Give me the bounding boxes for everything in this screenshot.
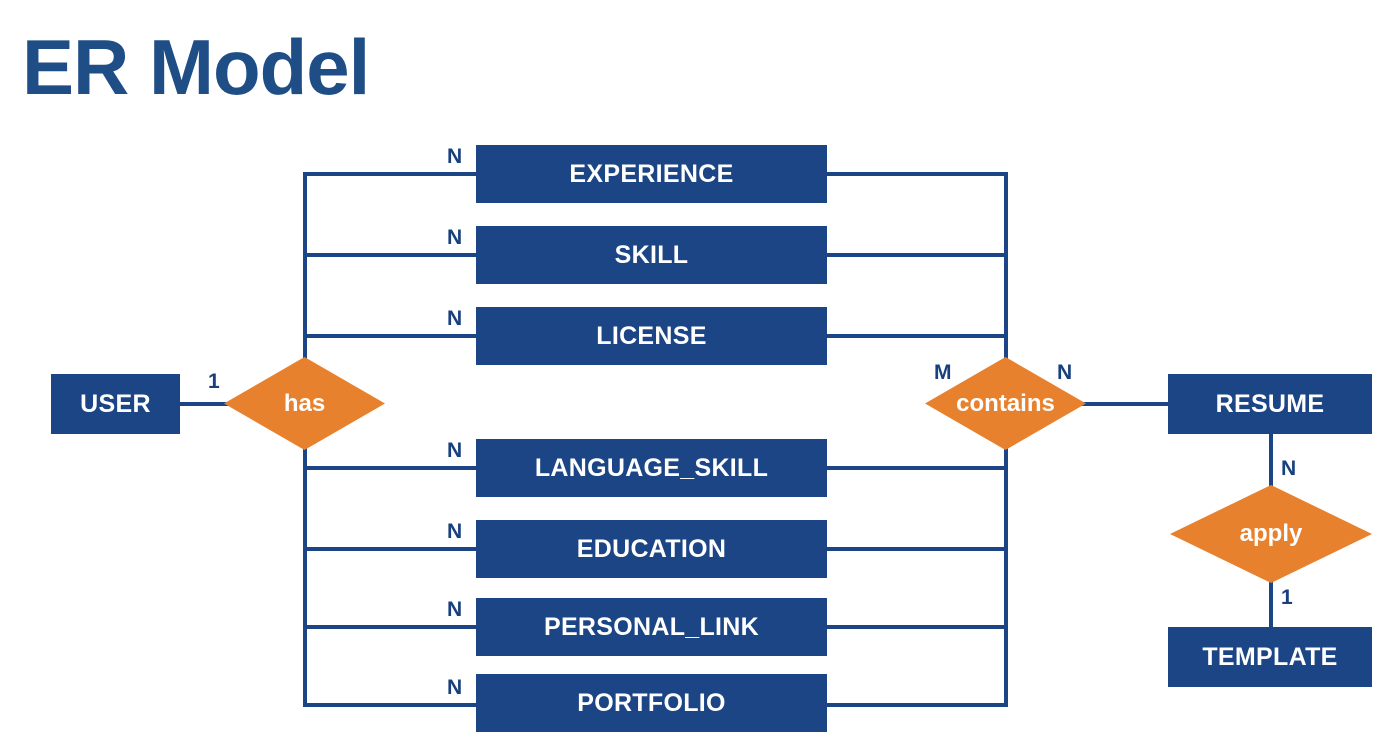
branch-contains-license [827,334,1008,338]
relationship-has[interactable]: has [224,357,385,450]
right-bus-upper [1004,172,1008,360]
entity-language-skill[interactable]: LANGUAGE_SKILL [476,439,827,497]
branch-has-experience [303,172,478,176]
branch-has-portfolio [303,703,478,707]
cardinality-resume-apply: N [1281,457,1297,480]
entity-education-label: EDUCATION [576,534,727,563]
cardinality-contains-right: N [1057,361,1073,384]
branch-contains-portfolio [827,703,1008,707]
cardinality-has-license: N [447,307,463,330]
entity-skill-label: SKILL [614,240,689,269]
relationship-apply-label: apply [1239,520,1303,547]
entity-license[interactable]: LICENSE [476,307,827,365]
branch-has-personal-link [303,625,478,629]
relationship-contains-label: contains [956,389,1055,417]
cardinality-has-experience: N [447,145,463,168]
entity-skill[interactable]: SKILL [476,226,827,284]
entity-personal-link[interactable]: PERSONAL_LINK [476,598,827,656]
right-bus-lower [1004,447,1008,706]
left-bus-lower [303,447,307,706]
entity-user-label: USER [80,389,151,418]
cardinality-user-has: 1 [208,370,220,393]
cardinality-has-education: N [447,520,463,543]
entity-resume[interactable]: RESUME [1168,374,1372,434]
entity-education[interactable]: EDUCATION [476,520,827,578]
relationship-contains[interactable]: contains [925,357,1086,450]
entity-experience-label: EXPERIENCE [569,159,734,188]
connector-contains-resume [1070,402,1170,406]
entity-template[interactable]: TEMPLATE [1168,627,1372,687]
branch-contains-personal-link [827,625,1008,629]
entity-language-skill-label: LANGUAGE_SKILL [534,453,769,482]
cardinality-contains-left: M [934,361,952,384]
branch-contains-skill [827,253,1008,257]
cardinality-has-skill: N [447,226,463,249]
branch-contains-education [827,547,1008,551]
entity-portfolio-label: PORTFOLIO [577,688,726,717]
branch-contains-language-skill [827,466,1008,470]
entity-portfolio[interactable]: PORTFOLIO [476,674,827,732]
entity-license-label: LICENSE [596,321,707,350]
entity-personal-link-label: PERSONAL_LINK [543,612,760,641]
branch-contains-experience [827,172,1008,176]
cardinality-apply-template: 1 [1281,586,1293,609]
left-bus-upper [303,172,307,360]
branch-has-skill [303,253,478,257]
relationship-apply[interactable]: apply [1170,485,1372,583]
cardinality-has-language-skill: N [447,439,463,462]
branch-has-license [303,334,478,338]
entity-resume-label: RESUME [1215,389,1325,418]
branch-has-education [303,547,478,551]
entity-template-label: TEMPLATE [1202,642,1338,671]
connector-resume-apply [1269,434,1273,486]
connector-apply-template [1269,580,1273,628]
cardinality-has-personal-link: N [447,598,463,621]
relationship-has-label: has [283,389,326,417]
page-title: ER Model [22,23,370,111]
connector-user-has [180,402,240,406]
entity-user[interactable]: USER [51,374,180,434]
branch-has-language-skill [303,466,478,470]
entity-experience[interactable]: EXPERIENCE [476,145,827,203]
cardinality-has-portfolio: N [447,676,463,699]
